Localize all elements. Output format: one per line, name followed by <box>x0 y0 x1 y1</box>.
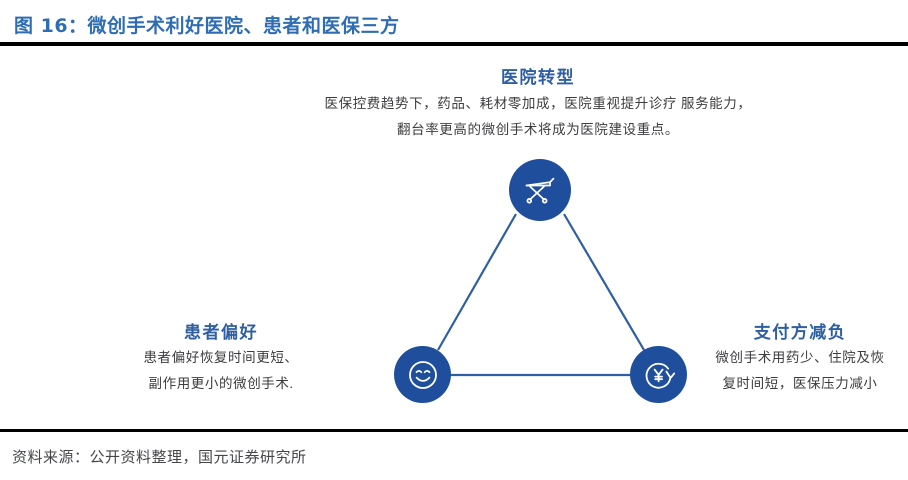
node-payer[interactable] <box>630 346 687 403</box>
heading-patient: 患者偏好 <box>184 323 258 343</box>
source-note: 资料来源：公开资料整理，国元证券研究所 <box>12 450 307 466</box>
heading-payer: 支付方减负 <box>753 323 847 343</box>
text-block-payer: 支付方减负 微创手术用药少、住院及恢 复时间短，医保压力减小 <box>692 322 908 397</box>
node-hospital[interactable] <box>509 159 571 221</box>
figure-title: 图 16：微创手术利好医院、患者和医保三方 <box>14 15 400 37</box>
body-line: 服务能力，翻台率更高的微创手术将成为医院建设重点。 <box>397 96 752 137</box>
body-line: 复时间短，医保压力减小 <box>722 376 878 391</box>
node-patient[interactable] <box>394 346 451 403</box>
body-patient: 患者偏好恢复时间更短、 副作用更小的微创手术. <box>52 345 390 397</box>
heading-hospital: 医院转型 <box>501 68 575 88</box>
body-payer: 微创手术用药少、住院及恢 复时间短，医保压力减小 <box>692 345 908 397</box>
footer-divider <box>0 429 908 432</box>
header-divider <box>0 42 908 46</box>
smiley-face-icon <box>407 359 439 391</box>
diagram-canvas: 医院转型 医保控费趋势下，药品、耗材零加成，医院重视提升诊疗 服务能力，翻台率更… <box>0 47 908 429</box>
body-line: 医保控费趋势下，药品、耗材零加成，医院重视提升诊疗 <box>324 96 677 111</box>
hospital-stretcher-icon <box>523 175 557 205</box>
body-line: 患者偏好恢复时间更短、 <box>143 350 299 365</box>
edge-hospital-patient <box>437 213 517 351</box>
body-hospital: 医保控费趋势下，药品、耗材零加成，医院重视提升诊疗 服务能力，翻台率更高的微创手… <box>323 91 753 143</box>
yuan-cost-down-icon <box>643 359 675 391</box>
text-block-hospital: 医院转型 医保控费趋势下，药品、耗材零加成，医院重视提升诊疗 服务能力，翻台率更… <box>248 67 828 143</box>
text-block-patient: 患者偏好 患者偏好恢复时间更短、 副作用更小的微创手术. <box>52 322 390 397</box>
body-line: 微创手术用药少、住院及恢 <box>715 350 885 365</box>
edge-hospital-payer <box>563 213 645 351</box>
diagram-edges <box>437 213 645 377</box>
body-line: 副作用更小的微创手术. <box>148 376 294 391</box>
